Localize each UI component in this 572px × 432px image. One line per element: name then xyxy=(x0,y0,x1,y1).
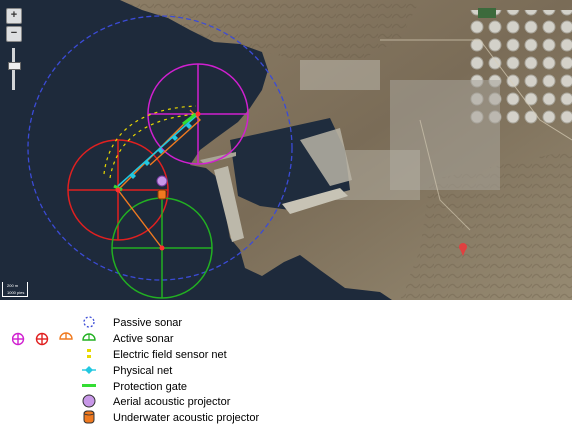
orange-sonar-symbol-icon xyxy=(59,332,73,340)
circle-icon xyxy=(82,394,96,408)
map-zoom-control[interactable]: + − xyxy=(6,8,22,104)
physical-net xyxy=(117,115,197,187)
legend-label: Physical net xyxy=(113,365,173,377)
east-dock xyxy=(300,128,352,186)
container-pier xyxy=(214,166,244,242)
sensor-dots-icon xyxy=(87,349,91,358)
sonar-sensor-symbols xyxy=(12,332,73,346)
diamond-line-icon xyxy=(82,366,96,374)
mountain-texture xyxy=(120,0,420,60)
map-scale-bar: 200 m 1000 pies xyxy=(2,282,28,297)
legend-item-aerial-acoustic-projector: Aerial acoustic projector xyxy=(82,394,322,410)
aerial-acoustic-projector xyxy=(156,175,168,187)
legend-item-passive-sonar: Passive sonar xyxy=(82,315,322,331)
green-field xyxy=(478,8,496,18)
long-pier xyxy=(282,188,348,214)
road-2 xyxy=(419,119,471,231)
zoom-in-button[interactable]: + xyxy=(6,8,22,24)
scale-metric-label: 200 m xyxy=(7,283,19,288)
cylinder-icon xyxy=(83,410,95,424)
dashed-circle-icon xyxy=(83,316,95,328)
magenta-sonar-symbol-icon xyxy=(12,332,25,346)
legend-item-active-sonar: Active sonar xyxy=(82,331,322,347)
red-sonar-symbol-icon xyxy=(35,332,49,346)
legend-item-protection-gate: Protection gate xyxy=(82,379,322,395)
sensor-node xyxy=(115,187,121,193)
half-circle-icon xyxy=(82,333,96,341)
underwater-acoustic-projector xyxy=(157,189,167,200)
legend-label: Passive sonar xyxy=(113,317,183,329)
sensor-node xyxy=(159,245,165,251)
legend-label: Underwater acoustic projector xyxy=(113,412,260,424)
gate-bar-icon xyxy=(82,384,96,387)
location-pin-icon[interactable] xyxy=(459,243,467,256)
legend-item-physical-net: Physical net xyxy=(82,363,322,379)
legend-label: Aerial acoustic projector xyxy=(113,396,231,408)
legend-label: Electric field sensor net xyxy=(113,349,227,361)
industrial-area-2 xyxy=(300,60,380,90)
legend-item-underwater-acoustic-projector: Underwater acoustic projector xyxy=(82,410,322,426)
physical-net-markers xyxy=(130,123,192,179)
electric-field-net-outer xyxy=(103,105,197,175)
zoom-out-button[interactable]: − xyxy=(6,26,22,42)
satellite-map[interactable] xyxy=(0,0,572,300)
zoom-slider-thumb[interactable] xyxy=(8,62,21,70)
road xyxy=(380,39,572,141)
sensor-node xyxy=(195,111,201,117)
passive-sonar-range xyxy=(27,15,293,281)
legend-label: Protection gate xyxy=(113,381,187,393)
legend-item-electric-field-sensor-net: Electric field sensor net xyxy=(82,347,322,363)
scale-imperial-label: 1000 pies xyxy=(7,290,25,295)
legend-label: Active sonar xyxy=(113,333,174,345)
protection-gate xyxy=(182,112,197,126)
